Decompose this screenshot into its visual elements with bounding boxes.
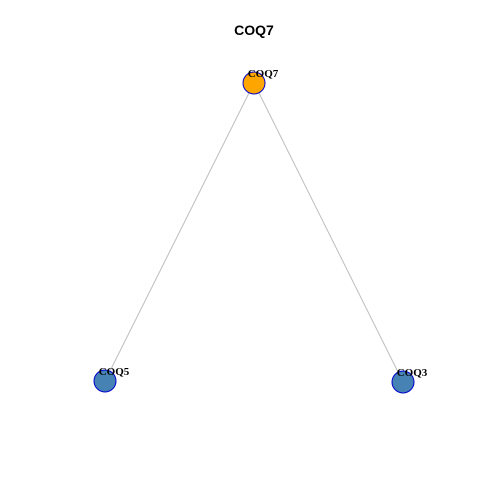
node-label-coq3: COQ3: [397, 367, 428, 379]
node-coq3: [391, 370, 415, 394]
node-label-coq7: COQ7: [248, 68, 279, 80]
node-coq7: [242, 71, 266, 95]
edge-coq7-coq5: [104, 82, 255, 382]
node-coq5: [93, 369, 117, 393]
node-label-coq5: COQ5: [99, 366, 130, 378]
edges-layer: [104, 82, 404, 383]
edge-coq7-coq3: [253, 82, 404, 383]
diagram-title: COQ7: [234, 22, 274, 38]
